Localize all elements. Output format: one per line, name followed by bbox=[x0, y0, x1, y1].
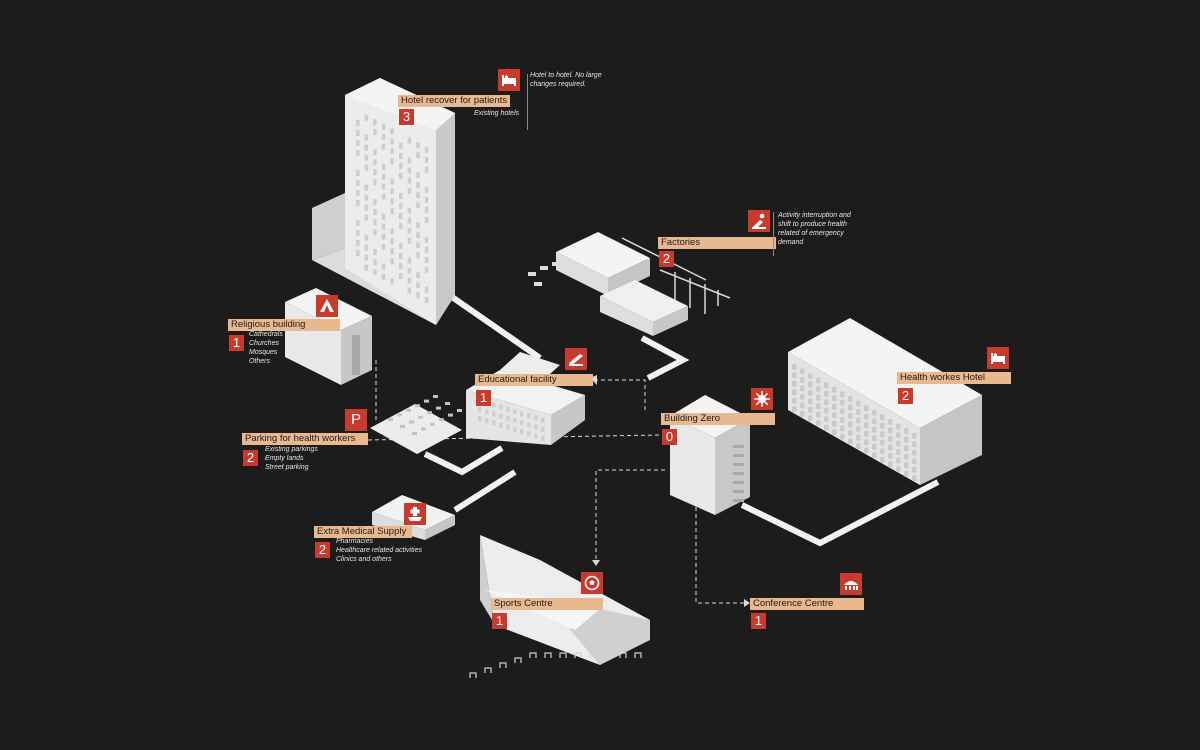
parked-cars bbox=[388, 395, 462, 435]
hotel-recover-number: 3 bbox=[399, 109, 414, 125]
sports-label: Sports Centre bbox=[491, 598, 603, 610]
education-icon bbox=[565, 348, 587, 370]
sports-stands bbox=[469, 652, 642, 678]
tower-windows bbox=[356, 114, 429, 303]
health-hotel-bed-icon bbox=[987, 347, 1009, 369]
dashed-connectors bbox=[367, 360, 744, 604]
health-hotel-number: 2 bbox=[898, 388, 913, 404]
health-workers-hotel-building bbox=[788, 318, 982, 485]
medical-sub: Pharmacies Healthcare related activities… bbox=[336, 538, 422, 563]
walkway-paths bbox=[423, 294, 940, 547]
football-icon bbox=[581, 572, 603, 594]
religious-number: 1 bbox=[229, 335, 244, 351]
educational-label: Educational facility bbox=[475, 374, 593, 386]
parking-label: Parking for health workers bbox=[242, 433, 368, 445]
connector-zero-to-school bbox=[596, 379, 646, 410]
religious-sub: Cathedrals Churches Mosques Others bbox=[249, 331, 283, 365]
path-factories-to-zero bbox=[640, 335, 690, 381]
path-hotel-to-school bbox=[450, 294, 542, 361]
parking-icon: P bbox=[345, 409, 367, 431]
medical-supply-icon bbox=[404, 503, 426, 525]
factories-buildings bbox=[528, 232, 731, 336]
hotel-bed-icon bbox=[498, 69, 520, 91]
path-to-pharmacy bbox=[453, 469, 517, 513]
sports-number: 1 bbox=[492, 613, 507, 629]
hotel-recover-divider bbox=[527, 74, 528, 130]
hotel-recover-sub: Existing hotels bbox=[474, 110, 520, 117]
factory-worker-icon bbox=[748, 210, 770, 232]
parking-number: 2 bbox=[243, 450, 258, 466]
connector-zero-to-conference bbox=[695, 500, 744, 604]
educational-windows bbox=[478, 398, 545, 441]
educational-number: 1 bbox=[476, 390, 491, 406]
hotel-recover-note: Hotel to hotel. No large changes require… bbox=[530, 72, 602, 88]
church-icon bbox=[316, 295, 338, 317]
connector-zero-to-sports bbox=[595, 469, 665, 560]
path-zero-to-health-hotel bbox=[740, 479, 940, 547]
conference-hall-icon bbox=[840, 573, 862, 595]
health-hotel-label: Health workes Hotel bbox=[897, 372, 1011, 384]
virus-icon bbox=[751, 388, 773, 410]
parking-sub: Existing parkings Empty lands Street par… bbox=[265, 446, 318, 471]
conference-number: 1 bbox=[751, 613, 766, 629]
building-zero-balconies bbox=[733, 445, 744, 502]
medical-label: Extra Medical Supply bbox=[314, 526, 412, 538]
health-hotel-windows bbox=[792, 364, 917, 481]
building-zero-label: Building Zero bbox=[661, 413, 775, 425]
path-parking-loop bbox=[423, 445, 504, 476]
conference-label: Conference Centre bbox=[750, 598, 864, 610]
medical-number: 2 bbox=[315, 542, 330, 558]
factories-number: 2 bbox=[659, 251, 674, 267]
factories-label: Factories bbox=[658, 237, 776, 249]
building-zero-number: 0 bbox=[662, 429, 677, 445]
factories-note: Activity interruption and shift to produ… bbox=[778, 212, 851, 246]
parking-lot bbox=[370, 395, 462, 454]
religious-label: Religious building bbox=[228, 319, 340, 331]
hotel-recover-label: Hotel recover for patients bbox=[398, 95, 511, 107]
tall-hotel-building bbox=[312, 78, 455, 325]
factories-divider bbox=[773, 212, 774, 256]
